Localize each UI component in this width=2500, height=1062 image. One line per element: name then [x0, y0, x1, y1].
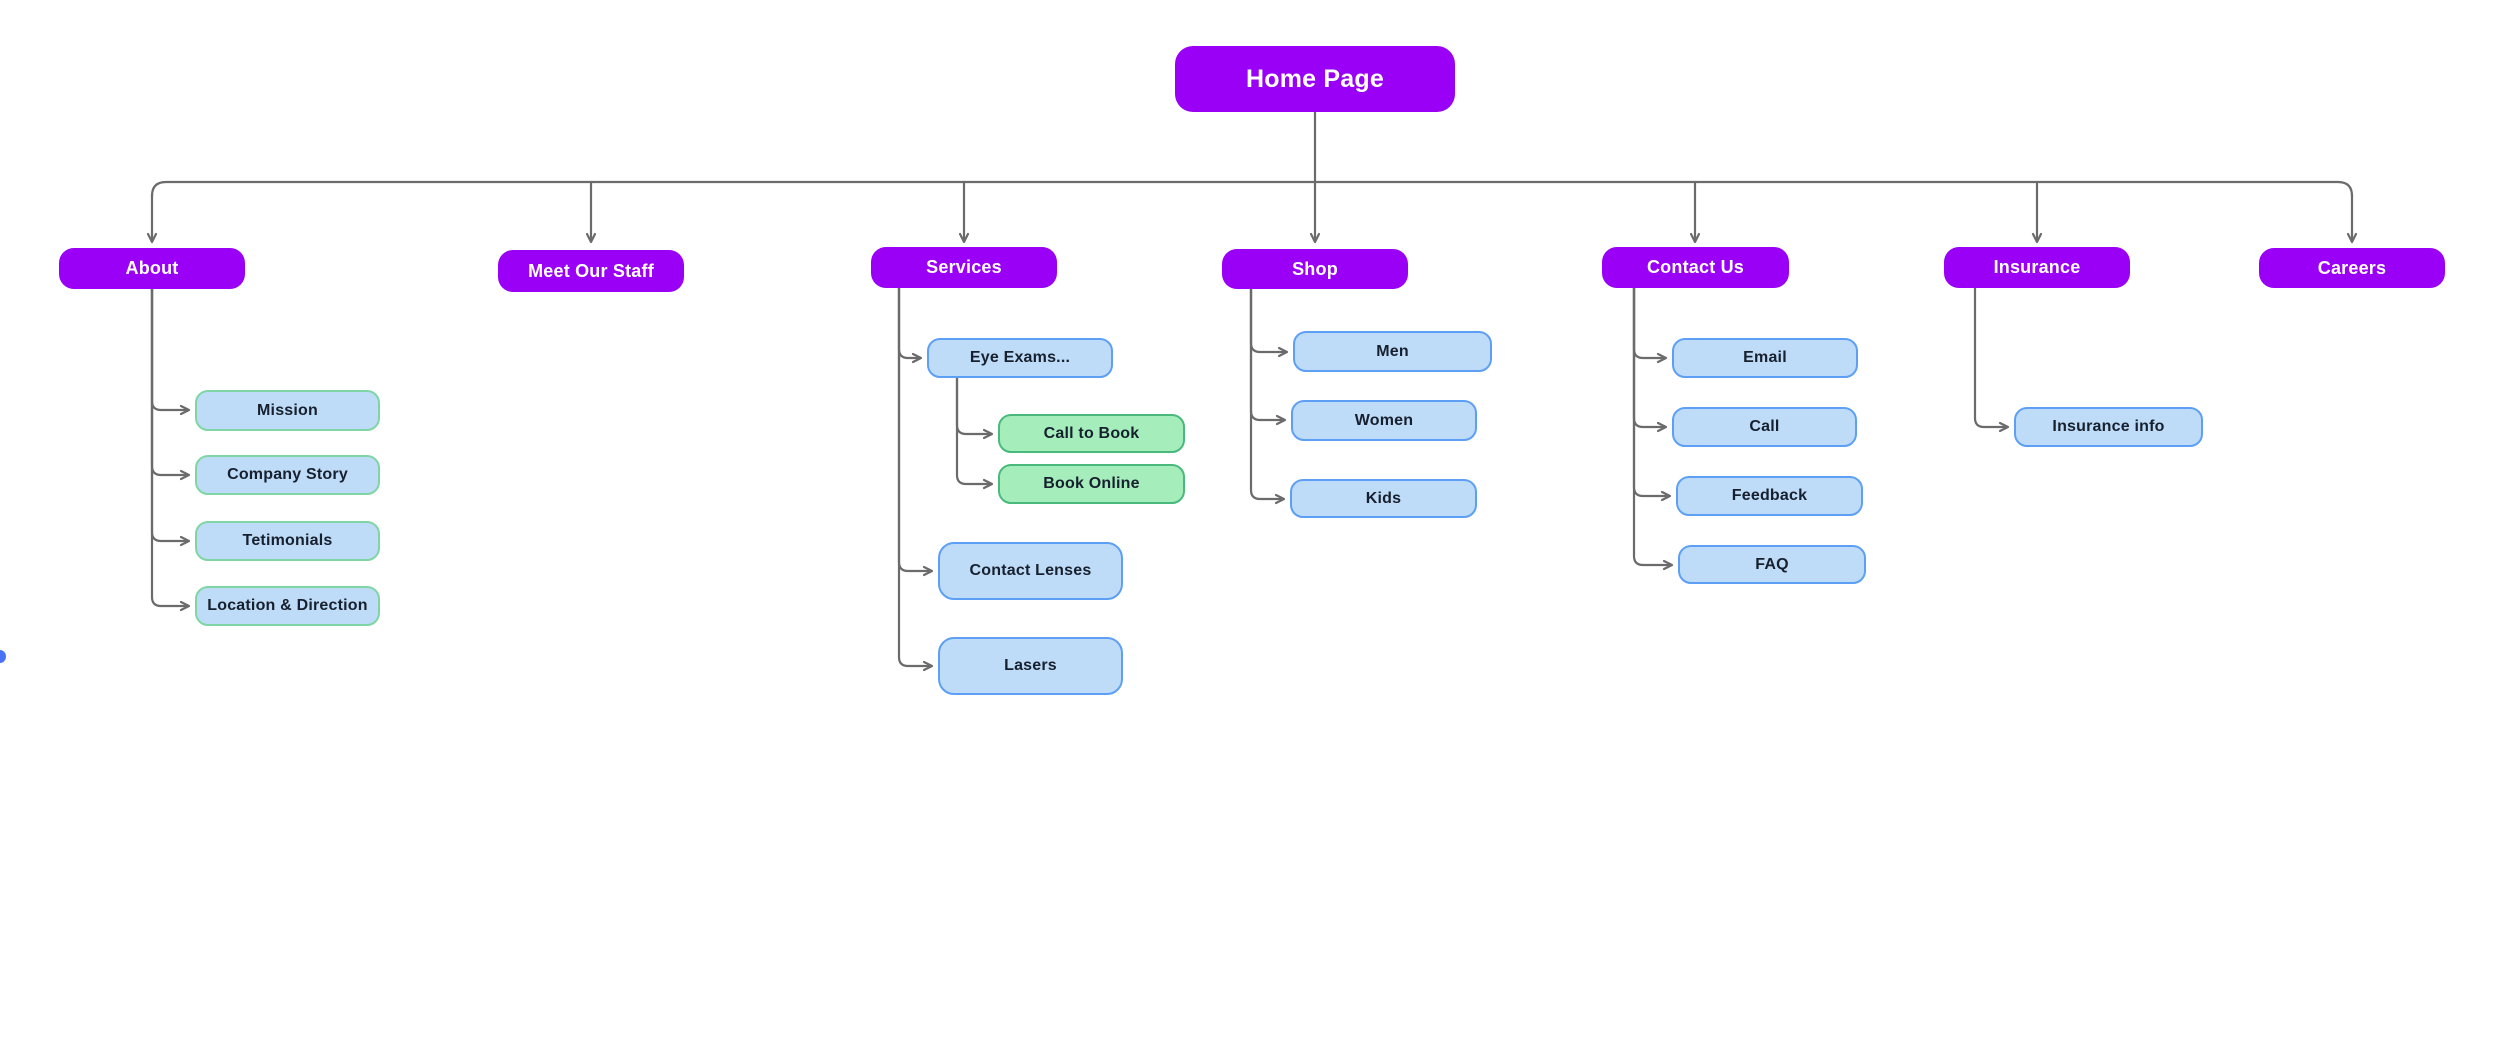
node-label: Shop — [1292, 258, 1338, 279]
node-about[interactable]: About — [59, 248, 245, 289]
node-home-page[interactable]: Home Page — [1175, 46, 1455, 112]
connector — [955, 378, 994, 490]
node-label: Tetimonials — [242, 532, 333, 549]
node-label: Contact Us — [1646, 257, 1744, 277]
connector — [1249, 289, 1289, 358]
node-faq[interactable]: FAQ — [1678, 545, 1866, 584]
connector — [1632, 288, 1674, 571]
node-label: Home Page — [1246, 64, 1384, 93]
node-label: Mission — [257, 401, 318, 419]
node-contact-us[interactable]: Contact Us — [1602, 247, 1789, 288]
connector — [1632, 288, 1668, 364]
node-lasers[interactable]: Lasers — [938, 637, 1123, 695]
node-label: Email — [1743, 349, 1787, 366]
node-company-story[interactable]: Company Story — [195, 455, 380, 495]
node-insurance[interactable]: Insurance — [1944, 247, 2130, 288]
node-label: Feedback — [1731, 487, 1808, 504]
connector — [150, 289, 191, 612]
node-shop[interactable]: Shop — [1222, 249, 1408, 289]
connector — [1632, 288, 1668, 433]
node-kids[interactable]: Kids — [1290, 479, 1477, 518]
node-label: Eye Exams... — [969, 349, 1071, 366]
node-mission[interactable]: Mission — [195, 390, 380, 431]
node-location-direction[interactable]: Location & Direction — [195, 586, 380, 626]
node-call[interactable]: Call — [1672, 407, 1857, 447]
node-meet-our-staff[interactable]: Meet Our Staff — [498, 250, 684, 292]
node-careers[interactable]: Careers — [2259, 248, 2445, 288]
connector — [955, 378, 994, 440]
connector — [1632, 288, 1672, 502]
node-book-online[interactable]: Book Online — [998, 464, 1185, 504]
node-label: Call — [1749, 418, 1780, 435]
node-label: Women — [1354, 411, 1414, 429]
node-label: Meet Our Staff — [528, 260, 654, 281]
node-label: Location & Direction — [207, 597, 368, 614]
connector — [150, 180, 2354, 197]
node-label: Call to Book — [1043, 424, 1140, 442]
node-label: FAQ — [1755, 555, 1789, 573]
connector — [1249, 289, 1287, 426]
connector — [897, 288, 934, 577]
node-label: Services — [926, 257, 1002, 277]
node-label: Men — [1376, 342, 1409, 360]
node-label: Kids — [1365, 489, 1402, 507]
connector — [150, 289, 191, 481]
node-women[interactable]: Women — [1291, 400, 1477, 441]
node-email[interactable]: Email — [1672, 338, 1858, 378]
node-contact-lenses[interactable]: Contact Lenses — [938, 542, 1123, 600]
connector — [150, 289, 191, 416]
node-label: Careers — [2317, 257, 2387, 278]
connector — [150, 289, 191, 547]
node-label: Lasers — [1004, 657, 1057, 674]
node-label: Company Story — [227, 466, 348, 483]
connector — [897, 288, 934, 672]
node-services[interactable]: Services — [871, 247, 1057, 288]
node-eye-exams[interactable]: Eye Exams... — [927, 338, 1113, 378]
node-label: Contact Lenses — [969, 562, 1092, 579]
node-feedback[interactable]: Feedback — [1676, 476, 1863, 516]
node-men[interactable]: Men — [1293, 331, 1492, 372]
connector — [897, 288, 923, 364]
node-label: Book Online — [1043, 475, 1140, 492]
node-label: Insurance info — [2052, 418, 2165, 435]
node-insurance-info[interactable]: Insurance info — [2014, 407, 2203, 447]
connector — [1249, 289, 1286, 505]
node-label: About — [125, 258, 179, 278]
connector — [1973, 288, 2010, 433]
node-tetimonials[interactable]: Tetimonials — [195, 521, 380, 561]
presence-dot — [0, 650, 6, 663]
node-label: Insurance — [1993, 257, 2081, 277]
node-call-to-book[interactable]: Call to Book — [998, 414, 1185, 453]
